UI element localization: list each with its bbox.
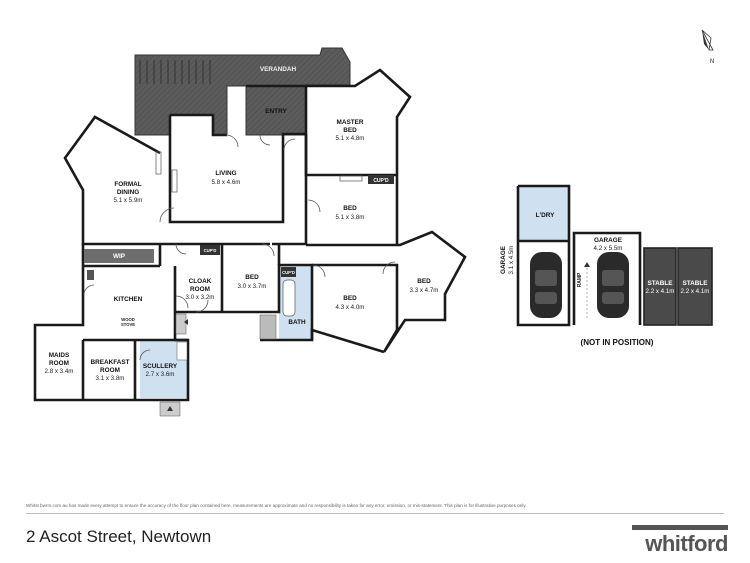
bed-5-size: 3.3 x 4.7m	[410, 287, 439, 294]
logo-bar	[632, 525, 728, 530]
master-bed-name-2: BED	[343, 127, 357, 134]
breakfast-room-name-2: ROOM	[100, 367, 120, 374]
stable-1-size: 2.2 x 4.1m	[646, 288, 675, 295]
kitchen-label: KITCHEN	[114, 296, 143, 303]
bed-4-name: BED	[343, 295, 357, 302]
scullery-name: SCULLERY	[143, 363, 178, 370]
cupd-label: CUP'D	[204, 248, 217, 253]
master-bed-size: 5.1 x 4.8m	[336, 135, 365, 142]
house-walls	[33, 68, 467, 402]
bed-2-name: BED	[343, 205, 357, 212]
wood-stove-2: STOVE	[121, 322, 135, 327]
formal-dining-name-1: FORMAL	[114, 181, 141, 188]
compass-icon: N	[701, 29, 714, 65]
entry-label: ENTRY	[265, 108, 287, 115]
door-swings	[83, 134, 396, 361]
garage-large-size: 4.2 x 5.5m	[594, 245, 623, 252]
fixtures: CUP'D CUP'D CUP'D	[87, 151, 394, 417]
cupd-master-label: CUP'D	[373, 178, 389, 184]
verandah: VERANDAH	[134, 47, 351, 136]
living-size: 5.8 x 4.6m	[212, 179, 241, 186]
wip-label: WIP	[113, 253, 126, 260]
stable-2-size: 2.2 x 4.1m	[681, 288, 710, 295]
cloak-room-name-2: ROOM	[190, 286, 210, 293]
maids-room-size: 2.8 x 3.4m	[45, 368, 74, 375]
bath-label: BATH	[288, 319, 306, 326]
bed-2-size: 5.1 x 3.8m	[336, 214, 365, 221]
car-icon	[530, 252, 562, 318]
room-labels: ENTRY MASTER BED 5.1 x 4.8m LIVING 5.8 x…	[45, 108, 439, 382]
garage-small-size: 3.1 x 4.5m	[508, 246, 515, 275]
garage-large-name: GARAGE	[594, 237, 623, 244]
compass-n-label: N	[710, 59, 714, 65]
laundry-fill	[518, 186, 569, 241]
scullery-size: 2.7 x 3.6m	[146, 371, 175, 378]
verandah-label: VERANDAH	[260, 66, 297, 73]
laundry-label: L'DRY	[536, 212, 555, 219]
breakfast-room-name-1: BREAKFAST	[90, 359, 129, 366]
outbuildings: L'DRY GARAGE 3.1 x 4.5m GARAGE 4.2 x 5.5…	[500, 184, 713, 347]
formal-dining-name-2: DINING	[117, 189, 139, 196]
stable-1-name: STABLE	[647, 280, 673, 287]
disclaimer-text: Whitst bwrm.com.au has made every attemp…	[26, 503, 527, 508]
formal-dining-size: 5.1 x 5.9m	[114, 197, 143, 204]
footer-divider	[26, 513, 724, 514]
property-address: 2 Ascot Street, Newtown	[26, 527, 212, 546]
wip: WIP	[84, 249, 154, 263]
wood-stove-1: WOOD	[121, 317, 135, 322]
garage-small-name: GARAGE	[500, 245, 507, 274]
living-name: LIVING	[215, 170, 236, 177]
maids-room-name-2: ROOM	[49, 360, 69, 367]
bed-5-name: BED	[417, 278, 431, 285]
cloak-room-name-1: CLOAK	[189, 278, 212, 285]
cupd-bath-label: CUP'D	[282, 270, 295, 275]
stable-2-name: STABLE	[682, 280, 708, 287]
master-bed-name-1: MASTER	[337, 119, 364, 126]
cloak-room-size: 3.0 x 3.2m	[186, 294, 215, 301]
agency-logo: whitford	[645, 531, 728, 556]
bed-3-name: BED	[245, 274, 259, 281]
bed-4-size: 4.3 x 4.0m	[336, 304, 365, 311]
breakfast-room-size: 3.1 x 3.8m	[96, 375, 125, 382]
car-icon	[597, 252, 629, 318]
not-in-position-label: (NOT IN POSITION)	[581, 338, 654, 347]
ramp-label: RAMP	[577, 272, 583, 287]
bed-3-size: 3.0 x 3.7m	[238, 283, 267, 290]
maids-room-name-1: MAIDS	[49, 352, 70, 359]
